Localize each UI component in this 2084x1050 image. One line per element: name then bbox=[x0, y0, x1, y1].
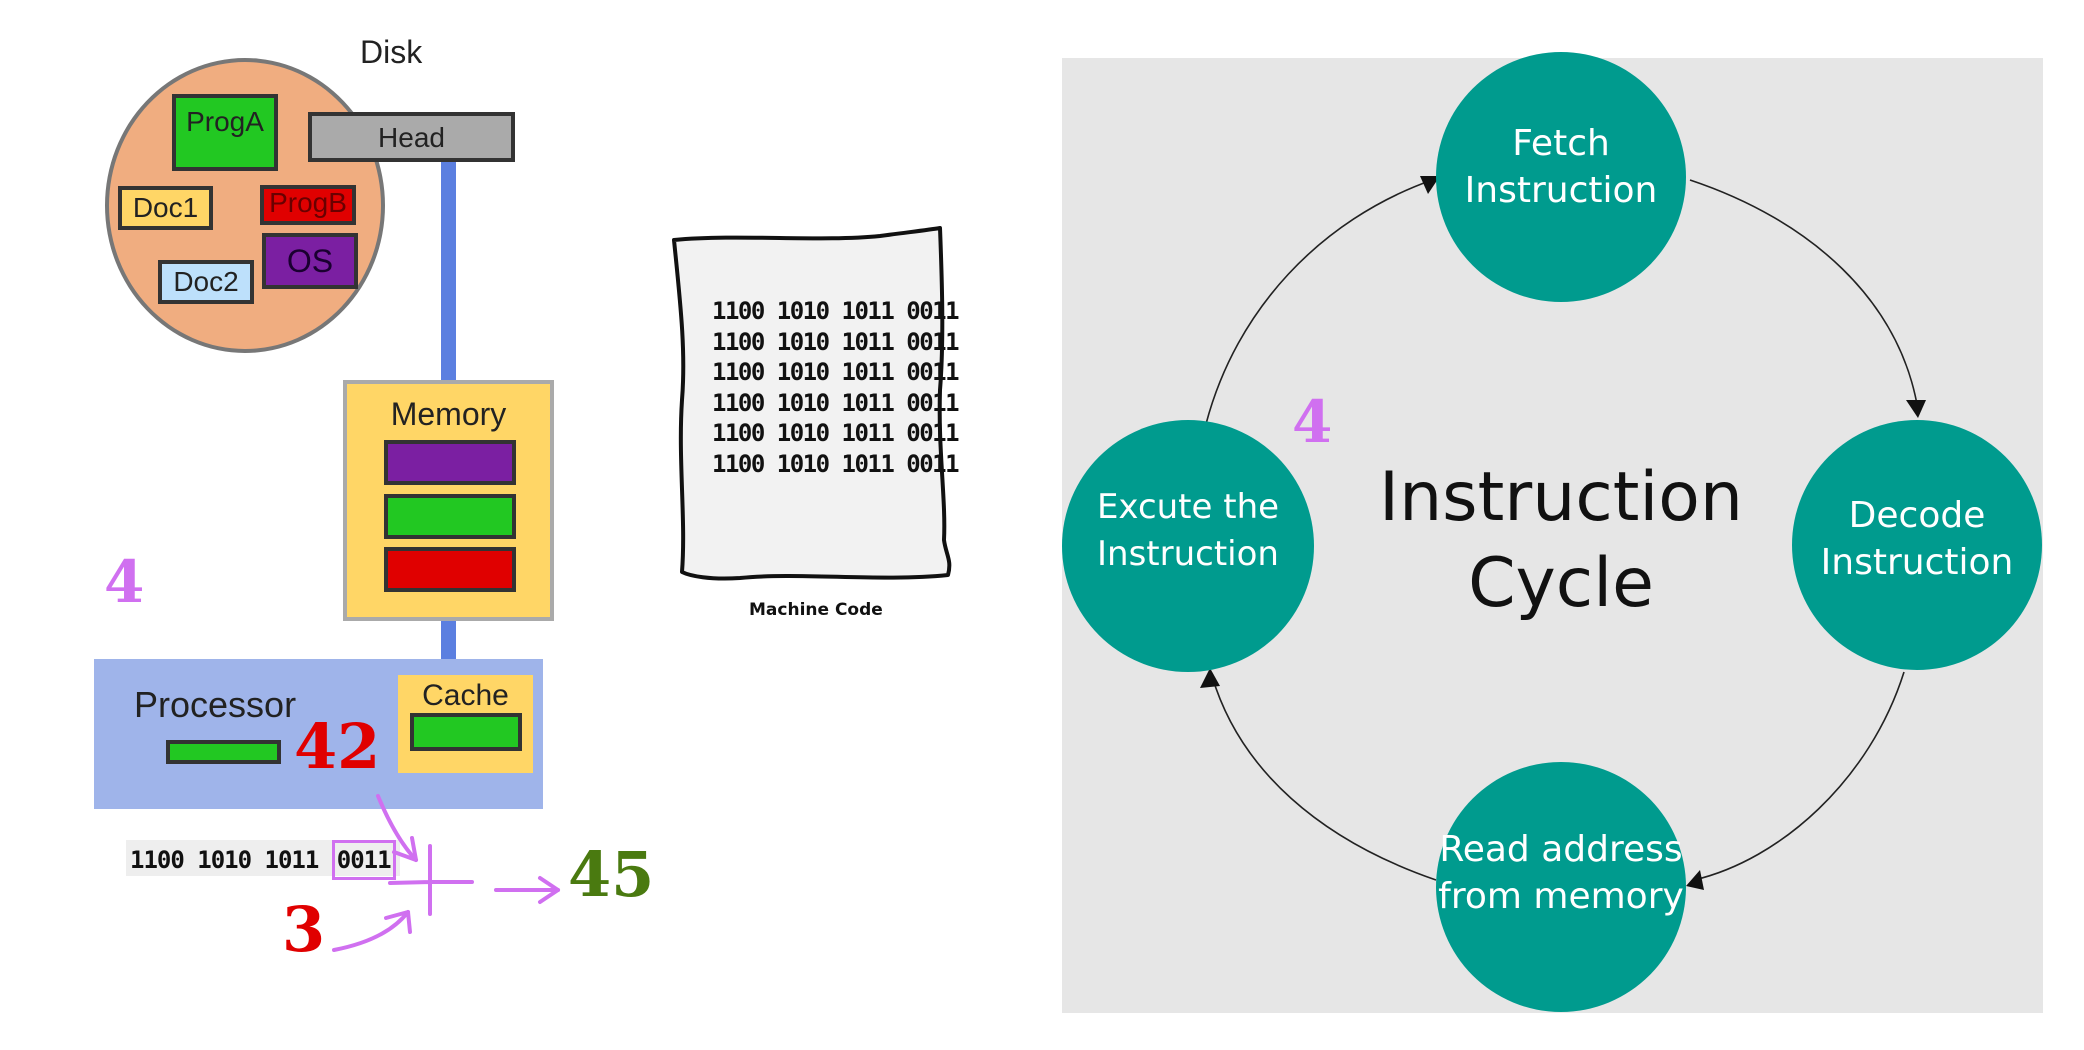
step-decode: Decode Instruction bbox=[1792, 420, 2042, 670]
memory-slot-purple bbox=[384, 440, 516, 485]
step-execute: Excute the Instruction bbox=[1062, 420, 1314, 672]
cycle-title-line1: Instruction bbox=[1379, 458, 1743, 537]
processor-label: Processor bbox=[134, 684, 297, 725]
bus-memory-processor bbox=[441, 620, 456, 660]
paper-sheet bbox=[672, 226, 952, 581]
addition-sketch bbox=[332, 794, 560, 952]
memory-slot-red bbox=[384, 547, 516, 592]
file-doc1: Doc1 bbox=[118, 186, 213, 230]
annotation-4-right: 4 bbox=[1292, 388, 1333, 456]
binary-highlight: 0011 bbox=[331, 840, 396, 880]
code-line: 1100 1010 1011 0011 bbox=[712, 419, 960, 447]
machine-code-caption: Machine Code bbox=[749, 600, 883, 620]
arrowhead-fetch bbox=[1420, 176, 1440, 194]
memory-slot-green bbox=[384, 494, 516, 539]
file-proga: ProgA bbox=[172, 94, 278, 171]
step-decode-line2: Instruction bbox=[1820, 542, 2014, 583]
value-42: 42 bbox=[294, 710, 381, 783]
disk-head: Head bbox=[308, 112, 515, 162]
arc-execute-to-fetch bbox=[1205, 179, 1433, 425]
value-45: 45 bbox=[568, 838, 655, 911]
step-read-line1: Read address bbox=[1439, 829, 1683, 870]
arrow-42-to-plus bbox=[376, 794, 418, 862]
arrowhead-read bbox=[1686, 870, 1704, 890]
bus-disk-memory bbox=[441, 162, 456, 383]
code-line: 1100 1010 1011 0011 bbox=[712, 358, 960, 386]
code-line: 1100 1010 1011 0011 bbox=[712, 327, 960, 356]
arc-fetch-to-decode bbox=[1689, 179, 1919, 411]
value-3: 3 bbox=[282, 893, 326, 966]
arrowhead-execute bbox=[1200, 668, 1220, 688]
processor-register bbox=[166, 740, 281, 764]
cache-label: Cache bbox=[422, 679, 509, 712]
step-read-line2: from memory bbox=[1438, 876, 1684, 917]
disk-title: Disk bbox=[360, 34, 423, 70]
step-execute-line1: Excute the bbox=[1096, 487, 1280, 527]
arc-read-to-execute bbox=[1211, 675, 1437, 881]
cycle-title: Instruction Cycle bbox=[1376, 455, 1746, 627]
code-line: 1100 1010 1011 0011 bbox=[712, 297, 960, 325]
step-fetch-line1: Fetch bbox=[1512, 123, 1610, 164]
file-os: OS bbox=[262, 233, 358, 289]
step-fetch-line2: Instruction bbox=[1464, 170, 1658, 211]
step-execute-line2: Instruction bbox=[1097, 534, 1279, 574]
arrowhead-decode bbox=[1906, 400, 1926, 418]
file-progb: ProgB bbox=[260, 185, 356, 225]
file-doc2: Doc2 bbox=[158, 260, 254, 304]
cycle-title-line2: Cycle bbox=[1468, 544, 1654, 623]
step-read-address: Read address from memory bbox=[1436, 762, 1686, 1012]
binary-instruction: 1100 1010 1011 0011 bbox=[126, 840, 400, 880]
arc-decode-to-read bbox=[1693, 671, 1905, 881]
machine-code-lines: 1100 1010 1011 0011 1100 1010 1011 0011 … bbox=[712, 296, 960, 479]
code-line: 1100 1010 1011 0011 bbox=[712, 449, 960, 478]
code-line: 1100 1010 1011 0011 bbox=[712, 388, 960, 417]
memory-label: Memory bbox=[390, 396, 507, 432]
step-fetch: Fetch Instruction bbox=[1436, 52, 1686, 302]
cache-slot-green bbox=[410, 713, 522, 751]
annotation-4-left: 4 bbox=[104, 548, 145, 616]
binary-prefix: 1100 1010 1011 bbox=[130, 846, 319, 874]
arrow-3-to-plus bbox=[332, 910, 410, 952]
step-decode-line1: Decode bbox=[1848, 495, 1986, 536]
plus-sign bbox=[388, 844, 474, 916]
